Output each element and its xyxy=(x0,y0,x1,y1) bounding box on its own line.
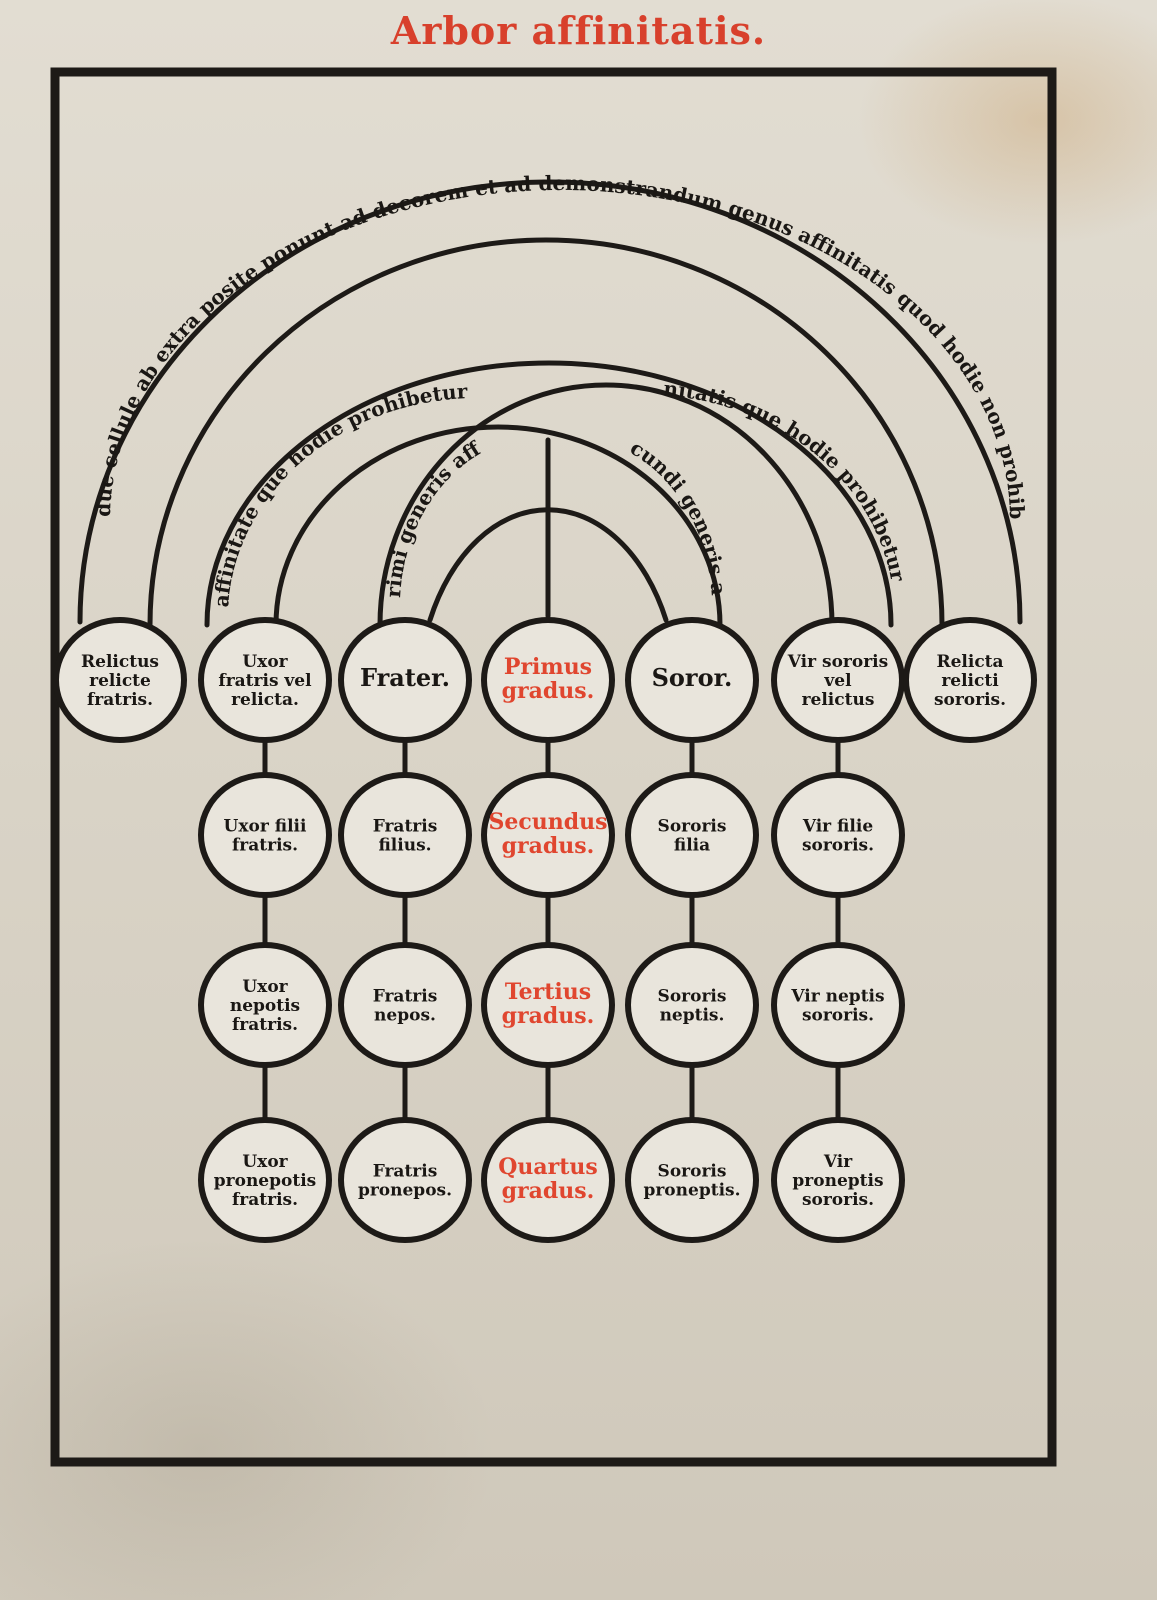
node-circle xyxy=(338,942,472,1068)
node-circle xyxy=(481,1117,615,1243)
node-circle xyxy=(625,617,759,743)
node-circle xyxy=(481,617,615,743)
node-circle xyxy=(53,617,187,743)
node-circle xyxy=(481,772,615,898)
node-circle xyxy=(771,942,905,1068)
diagram-title: Arbor affinitatis. xyxy=(390,8,767,53)
node-circle xyxy=(625,772,759,898)
node-circle xyxy=(625,1117,759,1243)
node-circle xyxy=(338,617,472,743)
connector-left-arch xyxy=(273,424,723,628)
connector-third-arch xyxy=(204,360,894,628)
node-circle xyxy=(771,617,905,743)
arch-connectors xyxy=(77,179,1023,628)
vertical-links xyxy=(262,737,841,1123)
node-circle xyxy=(481,942,615,1068)
connector-second-arch xyxy=(147,237,945,628)
node-circle xyxy=(903,617,1037,743)
node-label: Frater. xyxy=(360,663,450,692)
node-circle xyxy=(625,942,759,1068)
node-label: Soror. xyxy=(652,663,733,692)
connector-right-arch xyxy=(377,382,835,628)
node-circle xyxy=(771,772,905,898)
node-circle xyxy=(198,942,332,1068)
node-circle xyxy=(198,617,332,743)
node-circle xyxy=(771,1117,905,1243)
connector-outer-arch xyxy=(77,179,1023,625)
arc-label-outer: Iste due cellule ab extra posite ponunt … xyxy=(0,0,1029,520)
node-col-3-0: Frater. xyxy=(338,617,472,743)
node-col-5-0: Soror. xyxy=(625,617,759,743)
node-circle xyxy=(198,772,332,898)
node-circle xyxy=(338,1117,472,1243)
node-circle xyxy=(198,1117,332,1243)
node-circle xyxy=(338,772,472,898)
page-frame xyxy=(50,67,1057,1467)
